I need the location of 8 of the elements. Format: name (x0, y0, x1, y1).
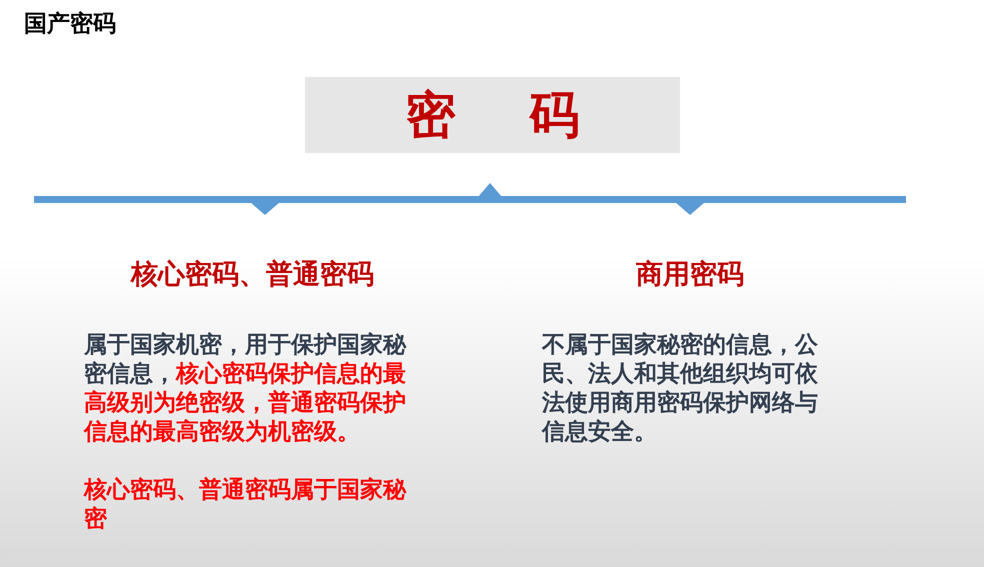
note-text: 核心密码、普通密码属于国家秘密 (84, 475, 408, 533)
description-text: 属于国家机密，用于保护国家秘密信息，核心密码保护信息的最高级别为绝密级，普通密码保护信息的最高密级为机密级。 (84, 330, 408, 446)
column-heading: 商用密码 (635, 258, 745, 290)
heading: 密 码 (404, 86, 580, 145)
description-text: 不属于国家秘密的信息，公民、法人和其他组织均可依法使用商用密码保护网络与信息安全。 (542, 330, 819, 446)
column-heading: 核心密码、普通密码 (129, 258, 375, 290)
page-title: 国产密码 (24, 9, 116, 38)
title-box (305, 77, 680, 153)
